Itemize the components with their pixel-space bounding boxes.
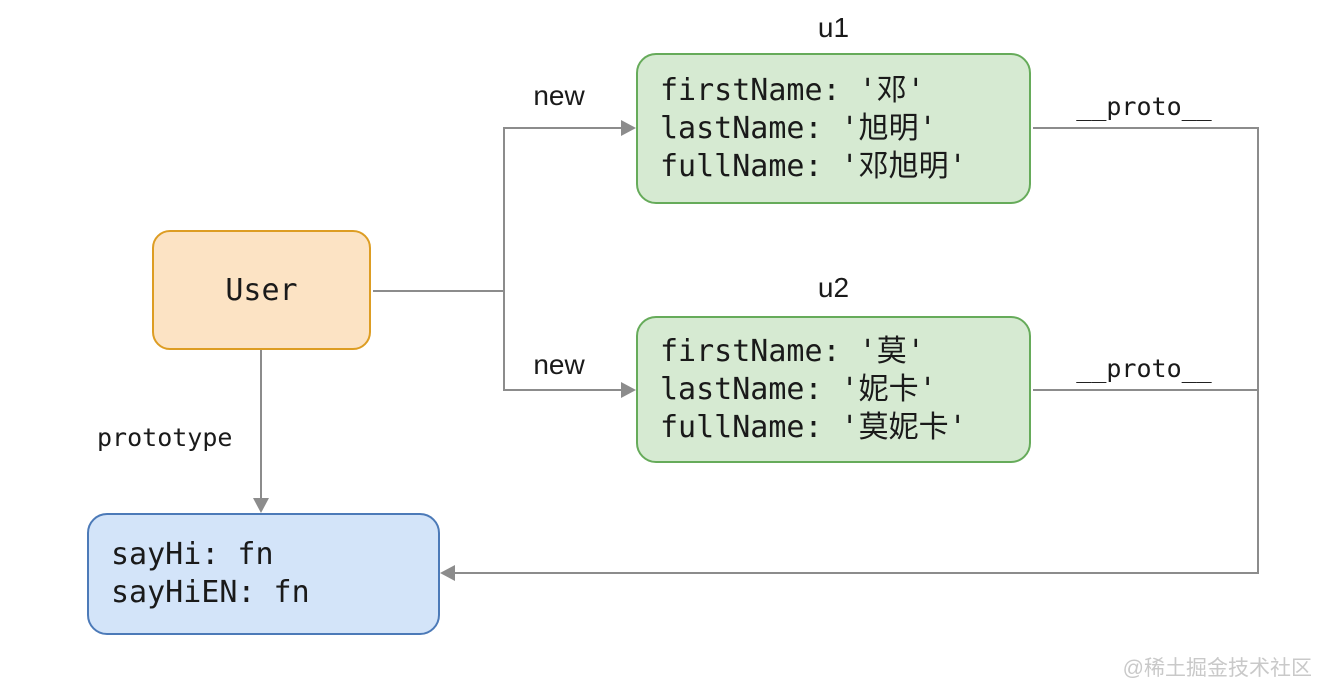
say-hi-en-method: sayHiEN: fn [111,575,310,610]
proto-label-u2: __proto__ [1076,354,1212,383]
u2-first-name: firstName: '莫' [660,333,925,369]
u1-full-name: fullName: '邓旭明' [660,148,967,184]
u1-instance-box[interactable]: firstName: '邓' lastName: '旭明' fullName: … [636,53,1031,204]
say-hi-method: sayHi: fn [111,537,274,572]
connector-prototype [260,350,262,499]
connector-new-u2 [505,389,622,391]
arrowhead-prototype [253,498,269,513]
arrowhead-new-u2 [621,382,636,398]
connector-user-to-branch [373,290,503,292]
connector-proto-u1 [1033,127,1257,129]
u2-title: u2 [817,272,850,303]
u2-instance-box[interactable]: firstName: '莫' lastName: '妮卡' fullName: … [636,316,1031,463]
juejin-watermark: @稀土掘金技术社区 [1122,657,1312,680]
u2-last-name: lastName: '妮卡' [660,371,937,407]
new-label-u2: new [533,349,585,380]
connector-proto-u2 [1033,389,1257,391]
connector-new-u1 [505,127,622,129]
arrowhead-proto-chain [440,565,455,581]
new-label-u1: new [533,80,585,111]
proto-label-u1: __proto__ [1076,92,1212,121]
connector-proto-bottom [454,572,1259,574]
u1-first-name: firstName: '邓' [660,72,925,108]
user-constructor-box[interactable]: User [152,230,371,350]
arrowhead-new-u1 [621,120,636,136]
prototype-object-box[interactable]: sayHi: fn sayHiEN: fn [87,513,440,635]
u1-title: u1 [817,12,850,43]
u1-last-name: lastName: '旭明' [660,110,937,146]
connector-proto-vertical [1257,127,1259,573]
prototype-label: prototype [97,423,233,452]
user-constructor-label: User [225,272,298,308]
u2-full-name: fullName: '莫妮卡' [660,409,967,445]
connector-branch-vertical [503,127,505,391]
